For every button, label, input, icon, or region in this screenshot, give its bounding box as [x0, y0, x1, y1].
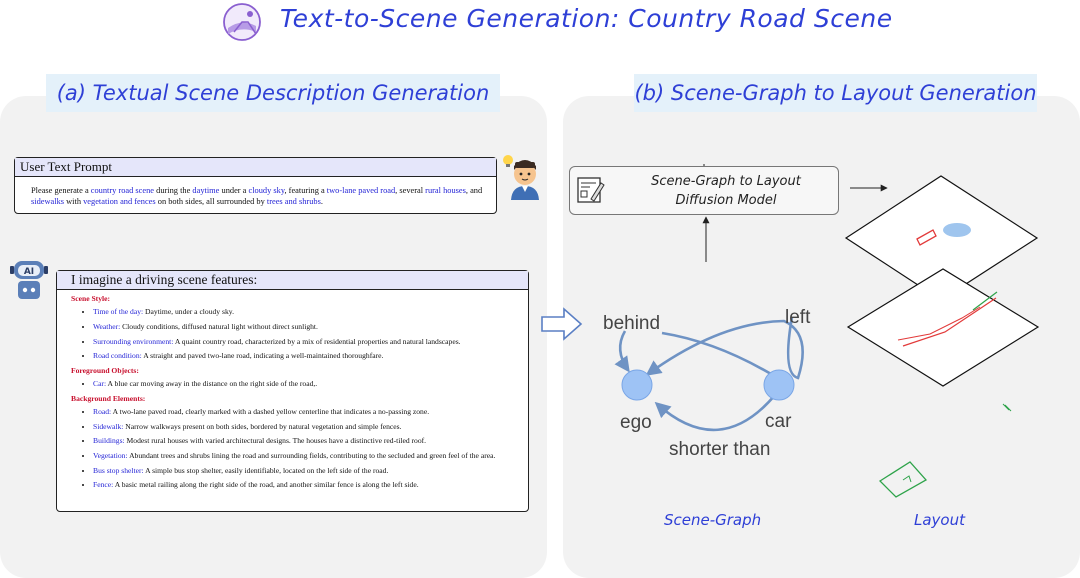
scene-list-item: Time of the day: Daytime, under a cloudy… [93, 307, 514, 317]
caption-layout: Layout [914, 511, 965, 529]
scene-item-key: Buildings: [93, 436, 125, 446]
caption-scene-graph: Scene-Graph [664, 511, 762, 529]
prompt-keyword: sidewalks [31, 197, 65, 206]
svg-text:AI: AI [24, 267, 34, 277]
scene-list-item: Road: A two-lane paved road, clearly mar… [93, 407, 514, 417]
node-label-car: car [765, 411, 792, 432]
prompt-text-segment: under a [219, 186, 249, 195]
scene-item-key: Car: [93, 379, 107, 389]
node-label-ego: ego [620, 412, 652, 433]
scene-item-text: Abundant trees and shrubs lining the roa… [127, 450, 496, 460]
scene-item-key: Bus stop shelter: [93, 465, 144, 475]
block-arrow-icon [541, 307, 583, 341]
scene-item-key: Fence: [93, 480, 114, 490]
scene-item-text: Daytime, under a cloudy sky. [143, 307, 234, 317]
layout-plane-top [844, 175, 1039, 301]
layout-road-red [902, 297, 997, 347]
scene-section-list: Time of the day: Daytime, under a cloudy… [71, 307, 514, 361]
user-prompt-box: User Text Prompt Please generate a count… [14, 157, 497, 214]
prompt-keyword: cloudy sky [248, 186, 285, 195]
user-avatar-icon [503, 155, 539, 200]
scene-item-key: Sidewalk: [93, 421, 124, 431]
scene-section-title: Foreground Objects: [71, 365, 139, 375]
layout-ego-marker [943, 223, 971, 237]
scene-list-item: Sidewalk: Narrow walkways present on bot… [93, 422, 514, 432]
prompt-text-segment: during the [154, 186, 193, 195]
prompt-text-segment: on both sides, all surrounded by [155, 197, 267, 206]
ai-robot-icon: AI [10, 261, 48, 299]
layout-shelter-inner [902, 475, 912, 483]
layout-car-box [916, 229, 937, 246]
scene-section-list: Car: A blue car moving away in the dista… [71, 379, 514, 389]
node-car [763, 369, 795, 401]
edge-behind [661, 331, 777, 379]
prompt-text-segment: Please generate a [31, 186, 91, 195]
scene-list-item: Weather: Cloudy conditions, diffused nat… [93, 322, 514, 332]
prompt-text-segment: , and [465, 186, 483, 195]
scene-item-key: Time of the day: [93, 307, 144, 317]
scene-description-body: Scene Style: Time of the day: Daytime, un… [57, 290, 528, 491]
node-ego [621, 369, 653, 401]
scene-item-key: Road: [93, 407, 112, 417]
page-title: Text-to-Scene Generation: Country Road S… [280, 4, 893, 33]
scene-list-item: Buildings: Modest rural houses with vari… [93, 436, 514, 446]
prompt-text-segment: . [320, 197, 323, 206]
prompt-keyword: two-lane paved road [326, 186, 396, 195]
diffusion-model-icon [577, 177, 605, 203]
diffusion-model-line1: Scene-Graph to Layout [651, 174, 801, 189]
scene-item-text: A blue car moving away in the distance o… [106, 379, 318, 389]
edge-shorter-than [654, 394, 776, 432]
scene-list-item: Surrounding environment: A quaint countr… [93, 337, 514, 347]
edge-label-left: left [785, 307, 811, 328]
layout-road-green [972, 291, 998, 311]
panel-a-heading: (a) Textual Scene Description Generation [46, 74, 500, 112]
scene-description-header: I imagine a driving scene features: [57, 271, 528, 290]
prompt-text-segment: , featuring a [284, 186, 327, 195]
user-prompt-header: User Text Prompt [15, 158, 496, 177]
scene-list-item: Car: A blue car moving away in the dista… [93, 379, 514, 389]
scene-item-key: Road condition: [93, 351, 142, 361]
scene-item-text: Narrow walkways present on both sides, b… [123, 421, 402, 431]
scene-section-title: Scene Style: [71, 294, 111, 303]
scene-item-key: Surrounding environment: [93, 336, 174, 346]
diffusion-model-line2: Diffusion Model [675, 193, 777, 208]
scene-item-key: Weather: [93, 322, 121, 331]
layout-road-red-2 [897, 306, 981, 341]
scene-description-box: I imagine a driving scene features: Scen… [56, 270, 529, 512]
scene-section-list: Road: A two-lane paved road, clearly mar… [71, 407, 514, 490]
scene-item-text: A quaint country road, characterized by … [173, 336, 461, 346]
edge-behind-head [614, 330, 630, 373]
edge-label-behind: behind [603, 313, 661, 334]
diffusion-model-box: Scene-Graph to Layout Diffusion Model [569, 166, 839, 215]
scene-section-title: Background Elements: [71, 393, 146, 403]
road-logo-icon [223, 3, 261, 41]
edge-label-shorter-than: shorter than [669, 439, 771, 460]
scene-item-text: A simple bus stop shelter, easily identi… [143, 465, 389, 475]
scene-item-text: A straight and paved two-lane road, indi… [141, 351, 384, 361]
prompt-text-segment: , several [395, 186, 426, 195]
prompt-keyword: daytime [192, 186, 220, 195]
prompt-text-segment: with [64, 197, 84, 206]
scene-list-item: Road condition: A straight and paved two… [93, 351, 514, 361]
scene-item-text: A basic metal railing along the right si… [113, 480, 419, 490]
scene-item-text: Cloudy conditions, diffused natural ligh… [120, 322, 318, 331]
user-prompt-text: Please generate a country road scene dur… [15, 177, 496, 207]
layout-green-mark [1002, 403, 1012, 412]
prompt-keyword: trees and shrubs [266, 197, 321, 206]
prompt-keyword: rural houses [425, 186, 466, 195]
scene-list-item: Bus stop shelter: A simple bus stop shel… [93, 466, 514, 476]
edge-left [645, 316, 804, 380]
panel-b-heading: (b) Scene-Graph to Layout Generation [634, 74, 1037, 112]
scene-item-text: A two-lane paved road, clearly marked wi… [111, 407, 430, 417]
prompt-keyword: vegetation and fences [83, 197, 156, 206]
scene-item-key: Vegetation: [93, 450, 128, 460]
scene-list-item: Fence: A basic metal railing along the r… [93, 480, 514, 490]
scene-item-text: Modest rural houses with varied architec… [124, 436, 427, 446]
layout-shelter-box [878, 461, 928, 498]
scene-list-item: Vegetation: Abundant trees and shrubs li… [93, 451, 514, 461]
prompt-keyword: country road scene [90, 186, 155, 195]
